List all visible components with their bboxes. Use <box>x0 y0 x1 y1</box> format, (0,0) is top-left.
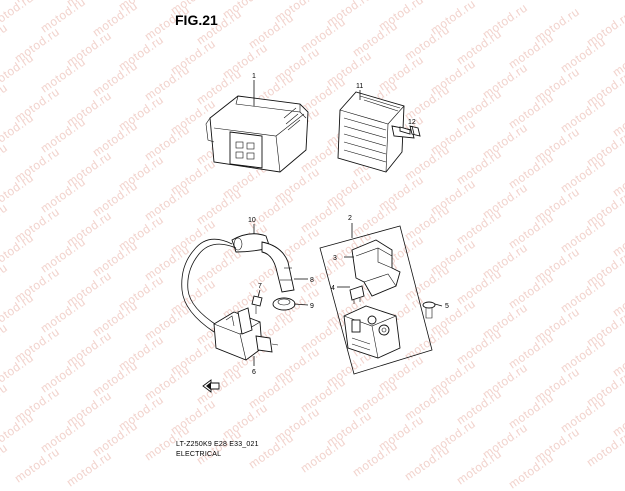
callout-11: 11 <box>356 83 363 90</box>
callout-3: 3 <box>333 255 337 262</box>
part-bolt-7 <box>251 295 263 314</box>
figure-title: FIG.21 <box>175 12 218 28</box>
callout-7: 7 <box>258 283 262 290</box>
part-boot-9 <box>272 297 296 311</box>
callout-12: 12 <box>408 119 416 126</box>
part-ignition-lead <box>181 238 237 333</box>
footer-section-name: ELECTRICAL <box>176 451 222 458</box>
callout-9: 9 <box>310 303 314 310</box>
part-fuse <box>349 285 365 304</box>
front-direction-arrow-icon <box>202 379 220 393</box>
callout-8: 8 <box>310 277 314 284</box>
parts-diagram: 1 2 3 4 5 6 7 8 9 10 11 12 <box>181 73 449 393</box>
part-starter-relay-assembly <box>319 225 433 375</box>
part-plug-cap <box>231 233 295 293</box>
part-screw-5 <box>422 301 436 319</box>
callout-10: 10 <box>248 217 256 224</box>
callout-2: 2 <box>348 215 352 222</box>
part-cdi-unit <box>205 95 309 173</box>
part-ignition-coil <box>213 307 279 361</box>
part-relay-cover <box>351 239 401 297</box>
part-starter-relay <box>343 305 401 359</box>
part-regulator <box>337 91 415 173</box>
callout-4: 4 <box>331 285 335 292</box>
footer-model-code: LT-Z250K9 E28 E33_021 <box>176 441 259 448</box>
callout-1: 1 <box>252 73 256 80</box>
leader-lines <box>253 80 443 366</box>
callout-5: 5 <box>445 303 449 310</box>
callout-6: 6 <box>252 369 256 376</box>
